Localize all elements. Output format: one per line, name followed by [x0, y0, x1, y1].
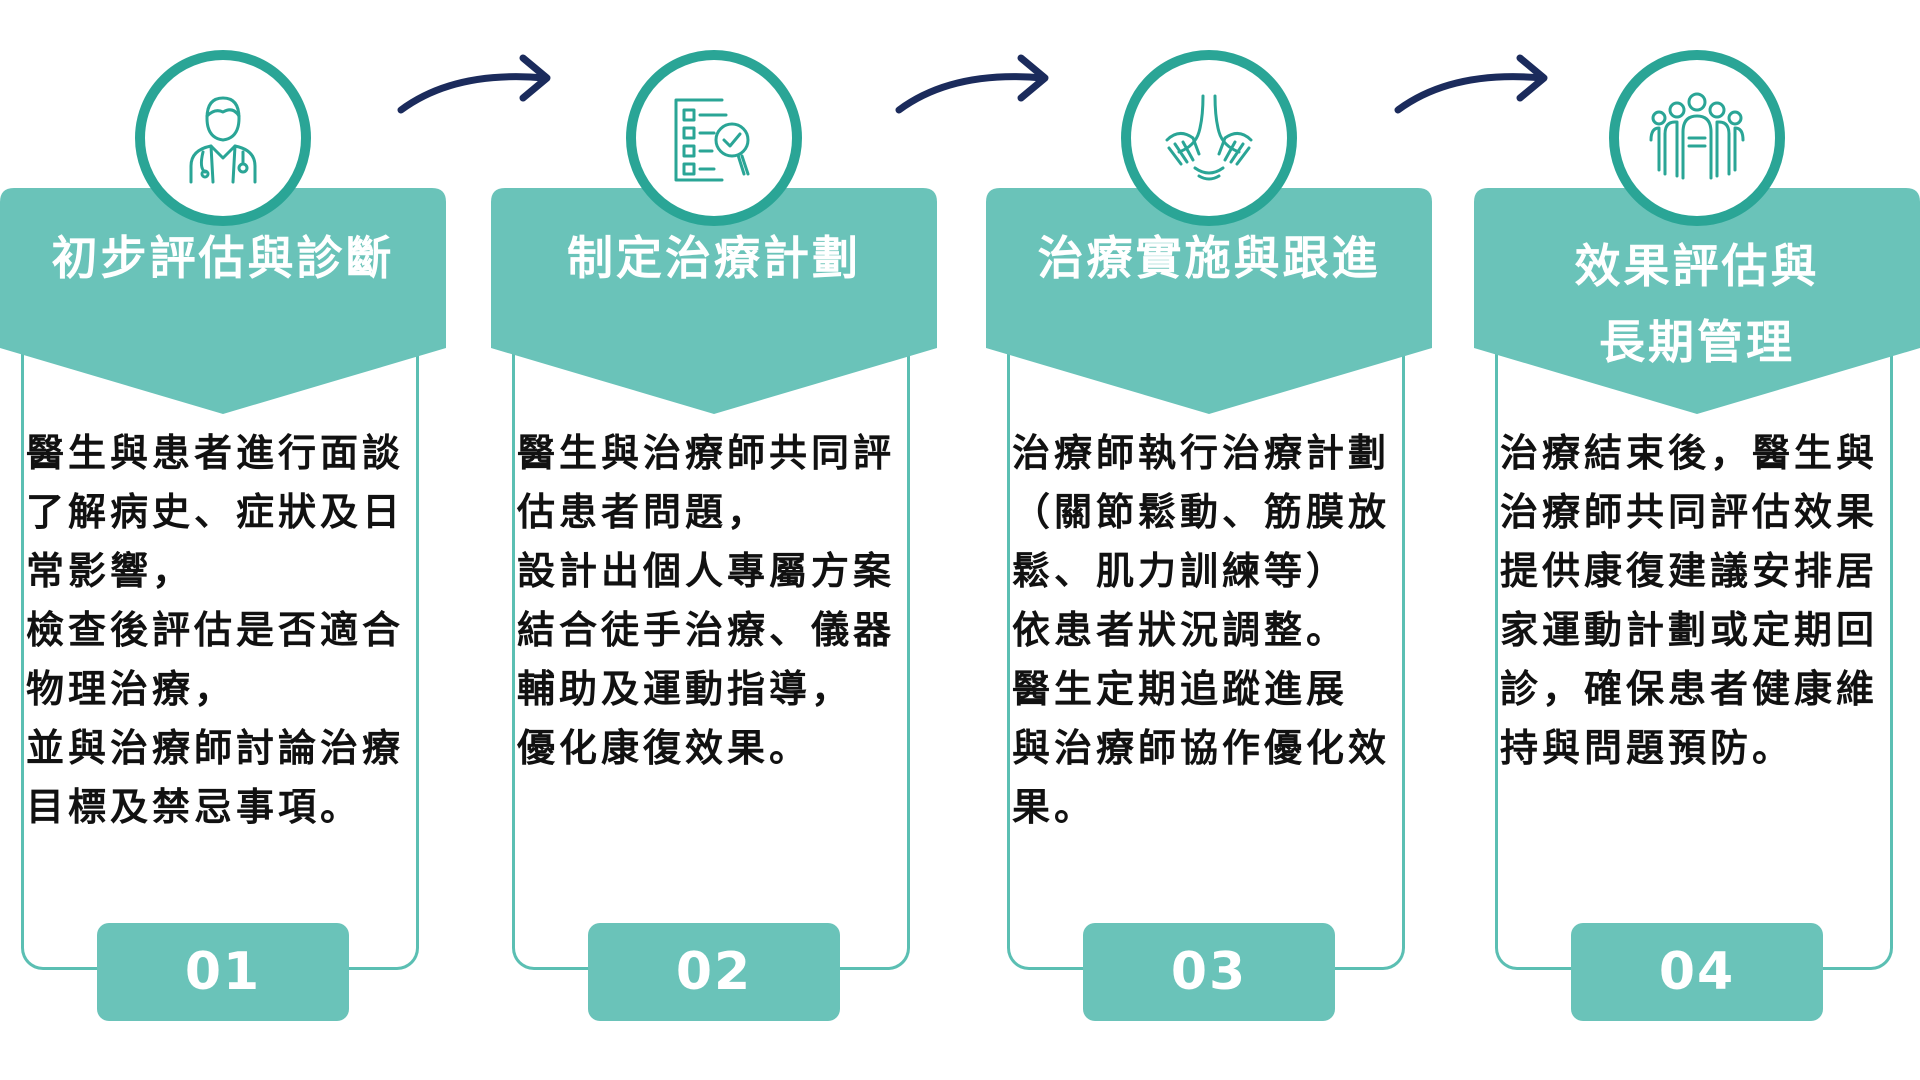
step-number: 02	[588, 923, 840, 1021]
arrow-right-icon	[895, 54, 1049, 114]
step-description-line: 醫生與治療師共同評	[517, 431, 896, 475]
step-title-line: 治療實施與跟進	[1037, 231, 1381, 285]
step-description-line: 估患者問題，	[517, 490, 770, 534]
step-number: 04	[1571, 923, 1823, 1021]
step-title: 初步評估與診斷	[0, 220, 446, 296]
step-description-line: 優化康復效果。	[517, 726, 812, 770]
step-description-line: 檢查後評估是否適合	[26, 608, 405, 652]
step-description-line: 並與治療師討論治療	[26, 726, 405, 770]
step-card	[1007, 330, 1405, 970]
step-icon-circle	[1121, 50, 1297, 226]
step-description-line: 設計出個人專屬方案	[517, 549, 896, 593]
step-description-line: 目標及禁忌事項。	[26, 785, 363, 829]
step-title: 效果評估與 長期管理	[1474, 228, 1920, 380]
step-description-line: 了解病史、症狀及日	[26, 490, 405, 534]
step-description-line: 常影響，	[26, 549, 195, 593]
step-description-line: （關節鬆動、筋膜放	[1012, 490, 1391, 534]
step-title-line: 制定治療計劃	[567, 231, 861, 285]
step-description: 醫生與治療師共同評 估患者問題， 設計出個人專屬方案 結合徒手治療、儀器 輔助及…	[517, 424, 907, 778]
step-1: 初步評估與診斷 醫生與患者進行面談 了解病史、症狀及日 常影響， 檢查後評估是否…	[0, 0, 446, 1080]
step-3: 治療實施與跟進 治療師執行治療計劃 （關節鬆動、筋膜放 鬆、肌力訓練等）	[986, 0, 1432, 1080]
step-title-line: 初步評估與診斷	[51, 231, 395, 285]
step-description-line: 家運動計劃或定期回	[1500, 608, 1879, 652]
step-description-line: 治療結束後，醫生與	[1500, 431, 1879, 475]
step-description-line: 醫生與患者進行面談	[26, 431, 405, 475]
step-icon-circle	[135, 50, 311, 226]
step-description-line: 醫生定期追蹤進展	[1012, 667, 1349, 711]
step-4: 效果評估與 長期管理 治療結束後，醫生與 治	[1474, 0, 1920, 1080]
step-description: 治療結束後，醫生與 治療師共同評估效果 提供康復建議安排居 家運動計劃或定期回 …	[1500, 424, 1890, 778]
step-description: 醫生與患者進行面談 了解病史、症狀及日 常影響， 檢查後評估是否適合 物理治療，…	[26, 424, 416, 837]
step-description-line: 物理治療，	[26, 667, 237, 711]
step-icon-circle	[1609, 50, 1785, 226]
step-number: 01	[97, 923, 349, 1021]
arrow-right-icon	[397, 54, 551, 114]
step-number: 03	[1083, 923, 1335, 1021]
step-title: 制定治療計劃	[491, 220, 937, 296]
step-description: 治療師執行治療計劃 （關節鬆動、筋膜放 鬆、肌力訓練等） 依患者狀況調整。 醫生…	[1012, 424, 1402, 837]
checklist-magnifier-icon	[674, 98, 750, 182]
step-icon-circle	[626, 50, 802, 226]
step-header-banner	[1474, 188, 1920, 414]
step-title-line: 效果評估與	[1574, 239, 1820, 293]
step-description-line: 持與問題預防。	[1500, 726, 1795, 770]
step-title-line: 長期管理	[1599, 315, 1795, 369]
step-card	[1495, 330, 1893, 970]
step-header-banner	[986, 188, 1432, 414]
step-description-line: 與治療師協作優化效	[1012, 726, 1391, 770]
step-description-line: 治療師共同評估效果	[1500, 490, 1879, 534]
massage-hands-icon	[1165, 94, 1253, 181]
step-title: 治療實施與跟進	[986, 220, 1432, 296]
step-description-line: 輔助及運動指導，	[517, 667, 854, 711]
team-group-icon	[1649, 92, 1745, 180]
step-description-line: 診，確保患者健康維	[1500, 667, 1879, 711]
step-description-line: 鬆、肌力訓練等）	[1012, 549, 1349, 593]
arrow-right-icon	[1394, 54, 1548, 114]
step-description-line: 果。	[1012, 785, 1097, 829]
step-description-line: 依患者狀況調整。	[1012, 608, 1349, 652]
doctor-icon	[189, 96, 257, 184]
step-2: 制定治療計劃 醫生與治療師共同評 估患者問題， 設計出個人專屬	[491, 0, 937, 1080]
step-description-line: 提供康復建議安排居	[1500, 549, 1879, 593]
step-header-banner	[491, 188, 937, 414]
step-header-banner	[0, 188, 446, 414]
step-description-line: 治療師執行治療計劃	[1012, 431, 1391, 475]
step-card	[21, 330, 419, 970]
step-description-line: 結合徒手治療、儀器	[517, 608, 896, 652]
